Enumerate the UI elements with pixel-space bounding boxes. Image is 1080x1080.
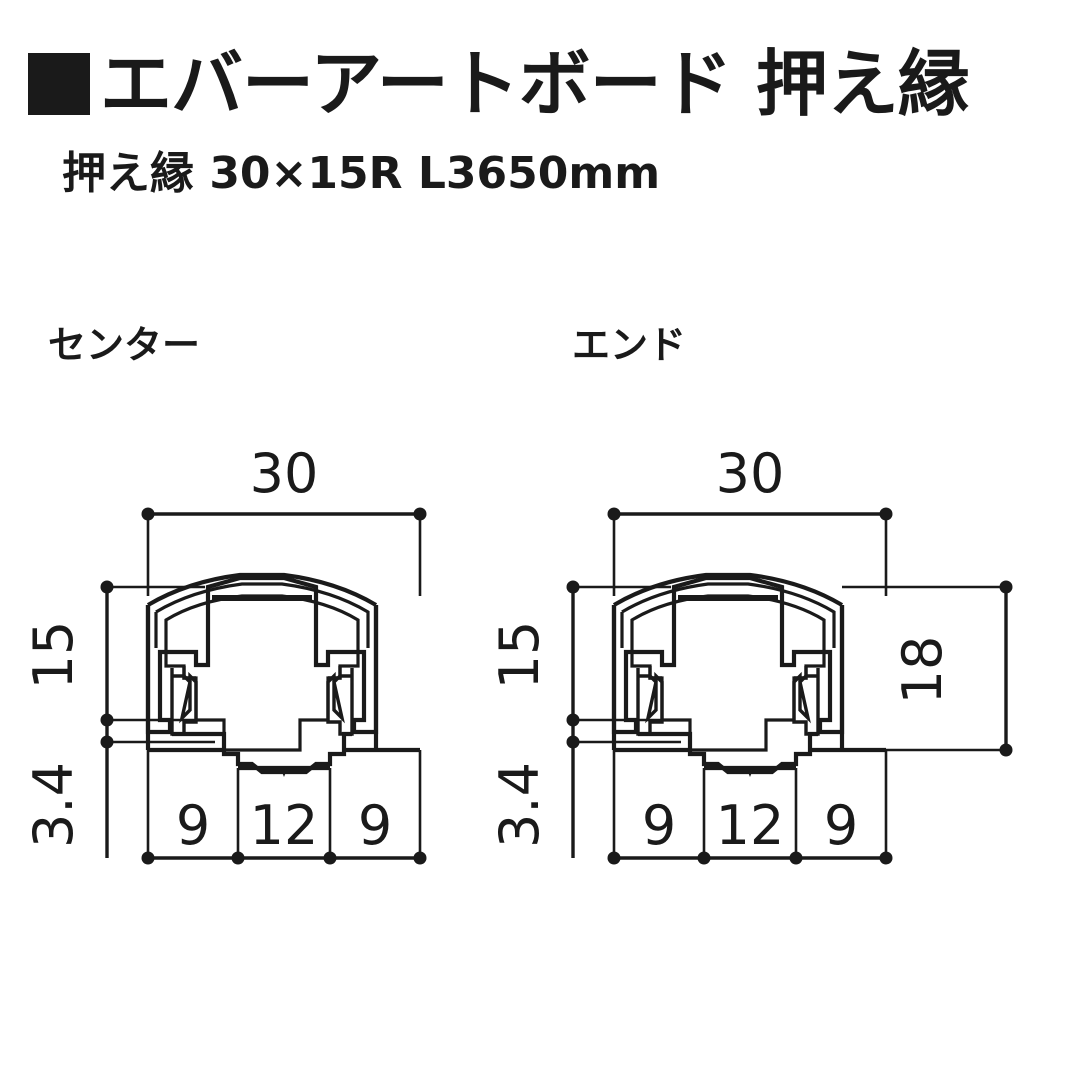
dim-dot — [141, 851, 155, 865]
section-label-end: エンド — [572, 323, 687, 367]
dim-label-bottom-right-9: 9 — [358, 794, 392, 857]
dim-dot — [607, 507, 621, 521]
dim-dot — [231, 851, 245, 865]
dim-dot — [100, 580, 114, 594]
dim-dot — [323, 851, 337, 865]
dim-label-height-15: 15 — [22, 621, 85, 690]
extension-lines — [573, 514, 1006, 858]
dim-label-bottom-mid-12: 12 — [250, 794, 319, 857]
technical-drawing-end: 30 15 3.4 18 9 12 9 — [466, 420, 1080, 890]
profile-center-notch — [280, 767, 288, 778]
extension-lines — [107, 514, 422, 858]
filled-square-icon — [28, 53, 90, 115]
dim-label-width-30: 30 — [716, 442, 785, 505]
dim-dot — [141, 507, 155, 521]
dim-dot — [100, 713, 114, 727]
section-label-center: センター — [48, 323, 201, 367]
dim-dot — [413, 507, 427, 521]
dim-dot — [413, 851, 427, 865]
title-row: エバーアートボード 押え縁 — [28, 42, 970, 126]
dim-label-bottom-left-9: 9 — [642, 794, 676, 857]
dim-dot — [566, 713, 580, 727]
dim-label-height-34: 3.4 — [22, 762, 85, 848]
profile-top-arch-inner — [620, 582, 836, 648]
profile-groove-right — [794, 666, 808, 680]
dim-dot — [879, 851, 893, 865]
dim-dot — [100, 735, 114, 749]
dim-dot — [999, 743, 1013, 757]
dim-label-height-right-18: 18 — [891, 636, 954, 705]
dim-dot — [566, 735, 580, 749]
page-subtitle: 押え縁 30×15R L3650mm — [62, 148, 661, 199]
profile-top-arch-inner — [154, 582, 370, 648]
dim-label-height-34: 3.4 — [488, 762, 551, 848]
profile-top-arch-outer — [146, 572, 378, 607]
profile-groove-left — [648, 666, 662, 680]
dim-dot — [999, 580, 1013, 594]
dim-dot — [566, 580, 580, 594]
profile-center-notch — [746, 767, 754, 778]
profile-groove-right — [328, 666, 342, 680]
profile-inner-cavity — [164, 594, 360, 752]
profile-inner-cavity — [630, 594, 826, 752]
page-title: エバーアートボード 押え縁 — [100, 42, 970, 126]
center-section-svg: 30 15 3.4 9 12 9 — [22, 442, 427, 865]
dim-label-height-15: 15 — [488, 621, 551, 690]
end-section-svg: 30 15 3.4 18 9 12 9 — [488, 442, 1013, 865]
dim-label-width-30: 30 — [250, 442, 319, 505]
technical-drawing-center: 30 15 3.4 9 12 9 — [0, 420, 500, 890]
profile-groove-left — [182, 666, 196, 680]
dim-dot — [879, 507, 893, 521]
dim-label-bottom-left-9: 9 — [176, 794, 210, 857]
dim-dot — [607, 851, 621, 865]
profile-top-arch-outer — [612, 572, 844, 607]
dim-dot — [697, 851, 711, 865]
profile-outer-shell — [145, 575, 379, 735]
dim-dot — [789, 851, 803, 865]
dim-label-bottom-right-9: 9 — [824, 794, 858, 857]
dim-label-bottom-mid-12: 12 — [716, 794, 785, 857]
profile-outer-shell — [611, 575, 845, 735]
